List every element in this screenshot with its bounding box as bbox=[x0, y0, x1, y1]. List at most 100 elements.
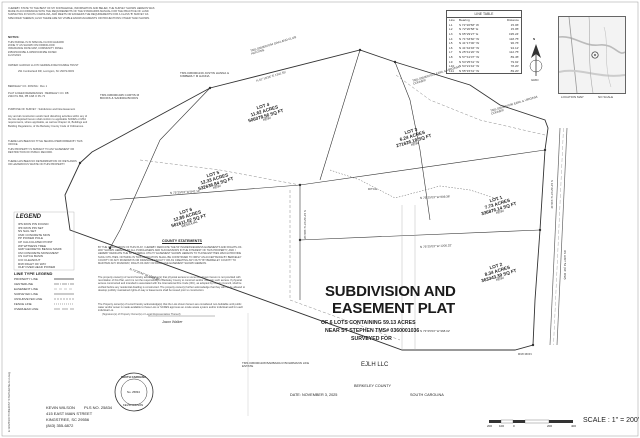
line-table-row: L5 N 41°17'00" W 96.76' bbox=[447, 41, 521, 46]
zoning-note: BERKELEY CO. ZONING : Flex 1 bbox=[8, 85, 48, 88]
header-line: Line bbox=[449, 18, 455, 23]
easement-line-north bbox=[395, 74, 546, 136]
line-bearing: N 65°29'27" E bbox=[459, 32, 479, 37]
line-bearing: N 54°25'31" W bbox=[459, 59, 480, 64]
line-id: L3 bbox=[449, 32, 453, 37]
easement-line-west bbox=[139, 159, 301, 186]
legend-title: LEGEND bbox=[16, 214, 42, 220]
plat-date: DATE: NOVEMBER 3, 2025 bbox=[290, 393, 338, 397]
line-distance: 15.06' bbox=[510, 22, 519, 27]
boundary-line bbox=[64, 49, 549, 351]
line-id: L2 bbox=[449, 27, 453, 32]
legend-item: C/O CLEANOUT bbox=[18, 258, 41, 262]
line-type-legend-title: LINE TYPE LEGEND bbox=[14, 271, 53, 276]
scale-bar bbox=[489, 419, 573, 424]
north-arrow-icon bbox=[529, 44, 543, 76]
owner-note: OWNER: HAROLD LLOYD GERRALD REVOCABLE TR… bbox=[8, 64, 79, 67]
owner-address: 291 Cumberland DR, Lexington, SC 29072-9… bbox=[18, 70, 74, 73]
scale-tick: 200 bbox=[487, 424, 493, 428]
line-distance: 112.75' bbox=[509, 50, 519, 55]
line-id: L5 bbox=[449, 41, 453, 46]
line-id: L9 bbox=[449, 59, 453, 64]
lot-line-4-5 bbox=[159, 87, 211, 141]
iron-pin-marker bbox=[358, 48, 362, 52]
iron-pin-marker bbox=[543, 148, 547, 152]
road-centerline bbox=[553, 127, 564, 346]
lot-line-1-2 bbox=[299, 229, 541, 241]
line-bearing: N 25°41'20" W bbox=[459, 50, 480, 55]
iron-pin-marker bbox=[393, 60, 397, 64]
line-distance: 94.12' bbox=[510, 45, 519, 50]
plat-title-line1: SUBDIVISION AND bbox=[325, 283, 456, 300]
location-map-caption: LOCATION MAP bbox=[561, 95, 584, 99]
rw-monument-label: R/W MON bbox=[518, 352, 532, 356]
legend-item: NS NAIL SET bbox=[18, 229, 37, 234]
flood-zone-note: THIS PARCEL IS IN SPECIAL FLOOD HAZARD Z… bbox=[8, 41, 64, 57]
access-statement: The property owner(s) of record hereby a… bbox=[98, 276, 246, 292]
legend-item: IPF IRON PIN SET bbox=[18, 225, 44, 230]
ditch-line bbox=[329, 169, 501, 201]
construction-note: Any and all construction and/or land dis… bbox=[8, 115, 88, 128]
line-bearing: N 41°17'00" W bbox=[459, 41, 480, 46]
adjoiner-bohrmann: TMS 0360001108 BARBARA R BOHRMANN LIFE E… bbox=[242, 361, 310, 368]
dedication-statement: BY THE ORIGINATION OF THIS PLAT, I HEREB… bbox=[98, 246, 243, 266]
location-map-scale: NO SCALE bbox=[598, 95, 614, 99]
line-bearing: N 41°42'46" W bbox=[459, 45, 480, 50]
line-id: L1 bbox=[449, 22, 453, 27]
line-id: L8 bbox=[449, 55, 453, 60]
scale-tick: 400 bbox=[571, 424, 577, 428]
surveyor-seal bbox=[114, 372, 154, 412]
line-type-item: EASEMENT LINE bbox=[14, 287, 38, 291]
line-type-samples bbox=[54, 278, 74, 310]
legend-item: CMF CONCRETE MON bbox=[18, 232, 50, 237]
line-distance: 78.20' bbox=[510, 64, 519, 69]
seal-number: No. 25834 bbox=[127, 390, 140, 394]
notes-heading: NOTES: bbox=[8, 35, 20, 39]
line-type-item: PROPERTY LINE bbox=[14, 277, 38, 281]
line-type-item: UNSURVEYED LINE bbox=[14, 297, 43, 301]
client-name: EJLH LLC bbox=[361, 362, 389, 368]
lot-line-4-3 bbox=[319, 49, 361, 181]
state-name: SOUTH CAROLINA bbox=[410, 393, 444, 397]
scale-tick: 0 bbox=[513, 424, 515, 428]
road-edge-east bbox=[556, 127, 568, 346]
road-label: US HWY 52 (66' R/W) bbox=[563, 250, 567, 280]
line-distance: 89.45' bbox=[510, 55, 519, 60]
north-label: N bbox=[533, 37, 536, 41]
line-distance: 96.76' bbox=[510, 41, 519, 46]
legend-item: IPS IRON PIN FOUND bbox=[18, 222, 49, 226]
legend-item: OHP OVER HEAD POWER bbox=[18, 265, 56, 270]
bearing-road-line: S 16°22'33" E 340.41' bbox=[550, 180, 554, 210]
legend-item: R/W RIGHT OF WAY bbox=[18, 261, 47, 266]
surveyor-license: PLS NO. 25834 bbox=[84, 405, 113, 410]
iron-pin-marker bbox=[531, 343, 535, 347]
plat-title-line2: EASEMENT PLAT bbox=[332, 300, 455, 317]
line-type-item: OVERHEAD LINE bbox=[14, 307, 39, 311]
line-bearing: N 72°20'58" E bbox=[459, 27, 479, 32]
header-distance: Distance bbox=[506, 18, 519, 23]
scale-label: SCALE : 1" = 200' bbox=[583, 417, 640, 424]
wetlands-note: THERE HAS BEEN NO DETERMINATION OF WETLA… bbox=[8, 160, 77, 167]
plat-description-3: SURVEYED FOR bbox=[351, 336, 392, 342]
line-bearing: N 71°33'60" W bbox=[459, 36, 480, 41]
iron-pin-marker bbox=[298, 238, 302, 242]
header-bearing: Bearing bbox=[459, 18, 470, 23]
line-id: L10 bbox=[449, 64, 455, 69]
line-type-item: CENTERLINE bbox=[14, 282, 34, 286]
line-distance: 118.75' bbox=[509, 36, 519, 41]
line-distance: 79.91' bbox=[510, 59, 519, 64]
line-type-item: FENCE LINE bbox=[14, 302, 32, 306]
easement-line-central bbox=[289, 190, 401, 341]
adjoiner-hanna: TMS 0360001139 JUSTIN HANNA & KIMBERLY M… bbox=[180, 71, 229, 78]
surveyor-address-2: KINGSTREE, SC 29556 bbox=[46, 417, 90, 422]
iron-pin-marker bbox=[538, 228, 542, 232]
